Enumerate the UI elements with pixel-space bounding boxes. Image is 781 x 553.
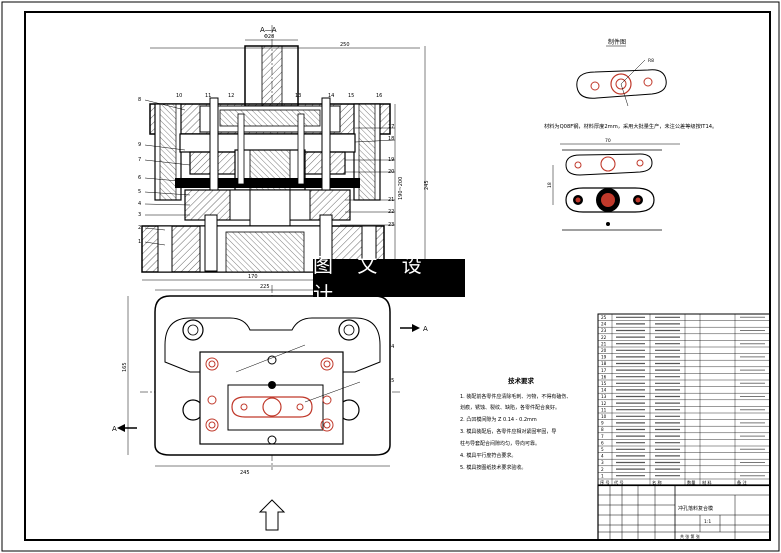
table-row-number: 2 xyxy=(601,467,604,472)
tech-title: 技术要求 xyxy=(508,376,535,385)
title-scale: 1:1 xyxy=(704,519,711,525)
tech-line-7: 5. 模具按图纸技术要求验收。 xyxy=(460,464,526,471)
dim-w225: 225 xyxy=(260,284,270,290)
balloon-left-5: 5 xyxy=(138,189,141,195)
table-row-number: 9 xyxy=(601,421,604,426)
balloon-left-6: 4 xyxy=(138,201,141,207)
balloon-top-5: 14 xyxy=(328,93,334,99)
balloon-right-5: 21 xyxy=(388,197,394,203)
dim-w245b: 245 xyxy=(240,470,250,476)
balloon-top-6: 15 xyxy=(348,93,354,99)
table-row-number: 18 xyxy=(601,361,607,366)
parts-table: 2524232221201918171615141312111098765432… xyxy=(597,313,771,487)
dim-250: 250 xyxy=(340,42,350,48)
part-dim-top: R8 xyxy=(648,58,654,64)
tech-line-3: 2. 凸凹模间隙为 Z 0.14 - 0.2mm xyxy=(460,416,537,423)
balloon-right-7: 23 xyxy=(388,222,394,228)
table-row-number: 13 xyxy=(601,394,607,399)
table-row-number: 24 xyxy=(601,322,607,327)
table-row-number: 4 xyxy=(601,454,604,459)
table-row-number: 1 xyxy=(601,473,604,478)
balloon-left-4: 6 xyxy=(138,175,141,181)
view-arrow-left: A xyxy=(112,425,117,433)
table-row-number: 11 xyxy=(601,407,607,412)
table-header-cell: 备 注 xyxy=(737,479,748,486)
balloon-top-1: 10 xyxy=(176,93,182,99)
dim-h165: 165 xyxy=(122,362,128,372)
table-header-cell: 材 料 xyxy=(702,479,713,486)
tech-line-6: 4. 模具平行度符合要求。 xyxy=(460,452,516,459)
balloon-right-1: 17 xyxy=(388,124,394,130)
plan-view: A A 245 225 165 xyxy=(112,284,428,531)
balloon-left-1: 8 xyxy=(138,97,141,103)
dim-top: Φ28 xyxy=(264,34,274,40)
tech-line-4: 3. 模具装配后，各零件应相对紧固牢固，导 xyxy=(460,428,556,435)
table-row-number: 8 xyxy=(601,427,604,432)
inner-border xyxy=(24,11,771,541)
banner: 图 文 设 计 xyxy=(313,253,465,306)
table-header-cell: 名 称 xyxy=(652,479,662,486)
table-row-number: 16 xyxy=(601,374,607,379)
dim-170: 170 xyxy=(248,274,258,280)
balloon-right-8: 24 xyxy=(388,344,394,350)
balloon-left-3: 7 xyxy=(138,157,141,163)
dim-h190: 190~200 xyxy=(398,177,404,200)
balloon-right-9: 25 xyxy=(388,378,394,384)
balloon-top-2: 11 xyxy=(205,93,211,99)
table-row-number: 19 xyxy=(601,355,607,360)
balloon-right-4: 20 xyxy=(388,169,394,175)
balloon-left-7: 3 xyxy=(138,212,141,218)
table-row-number: 6 xyxy=(601,440,604,445)
balloon-right-2: 18 xyxy=(388,136,394,142)
table-header-cell: 代 号 xyxy=(614,479,624,486)
dim-h245: 245 xyxy=(424,180,430,190)
table-row-number: 10 xyxy=(601,414,607,419)
balloon-right-6: 22 xyxy=(388,209,394,215)
title-block: 冲孔落料复合模 1:1 共 张 第 张 xyxy=(597,484,771,541)
section-label: A—A xyxy=(260,26,277,34)
table-row-number: 23 xyxy=(601,328,607,333)
tech-line-5: 柱与导套配合间隙均匀，导向可靠。 xyxy=(460,440,540,447)
table-header-cell: 序 号 xyxy=(600,479,610,486)
table-row-number: 20 xyxy=(601,348,607,353)
table-row-number: 21 xyxy=(601,341,607,346)
tech-line-2: 划痕，锈蚀、裂纹、缺陷，各零件配合良好。 xyxy=(460,404,560,411)
balloon-top-7: 16 xyxy=(376,93,382,99)
part-dim-h: 18 xyxy=(547,182,553,188)
table-row-number: 15 xyxy=(601,381,607,386)
table-row-number: 7 xyxy=(601,434,604,439)
title-drawing: 冲孔落料复合模 xyxy=(678,505,713,512)
tech-requirements: 技术要求 1. 装配前各零件应清除毛刺、污物，不得有磕伤、 划痕，锈蚀、裂纹、缺… xyxy=(460,376,571,471)
part-note: 材料为Q08F钢，材料厚度2mm，采用大批量生产，未注公差等级按IT14。 xyxy=(544,122,717,130)
table-header-cell: 数量 xyxy=(687,479,695,486)
balloon-right-3: 19 xyxy=(388,157,394,163)
balloon-left-9: 1 xyxy=(138,239,141,245)
part-view-title: 制件图 xyxy=(608,38,626,46)
table-row-number: 17 xyxy=(601,368,607,373)
table-row-number: 3 xyxy=(601,460,604,465)
balloon-top-3: 12 xyxy=(228,93,234,99)
tech-line-1: 1. 装配前各零件应清除毛刺、污物，不得有磕伤、 xyxy=(460,393,571,400)
part-drawing: 制件图 R8 材料为Q08F钢，材料厚度2mm，采用大批量生产，未注公差等级按I… xyxy=(544,38,717,231)
table-row-number: 22 xyxy=(601,335,607,340)
title-sheet: 共 张 第 张 xyxy=(680,533,700,539)
part-dim-w: 70 xyxy=(605,138,611,144)
table-row-number: 14 xyxy=(601,388,607,393)
table-row-number: 5 xyxy=(601,447,604,452)
balloon-left-8: 2 xyxy=(138,225,141,231)
balloon-left-2: 9 xyxy=(138,142,141,148)
balloon-top-4: 13 xyxy=(295,93,301,99)
table-row-number: 12 xyxy=(601,401,607,406)
table-row-number: 25 xyxy=(601,315,607,320)
view-arrow-right: A xyxy=(423,325,428,333)
